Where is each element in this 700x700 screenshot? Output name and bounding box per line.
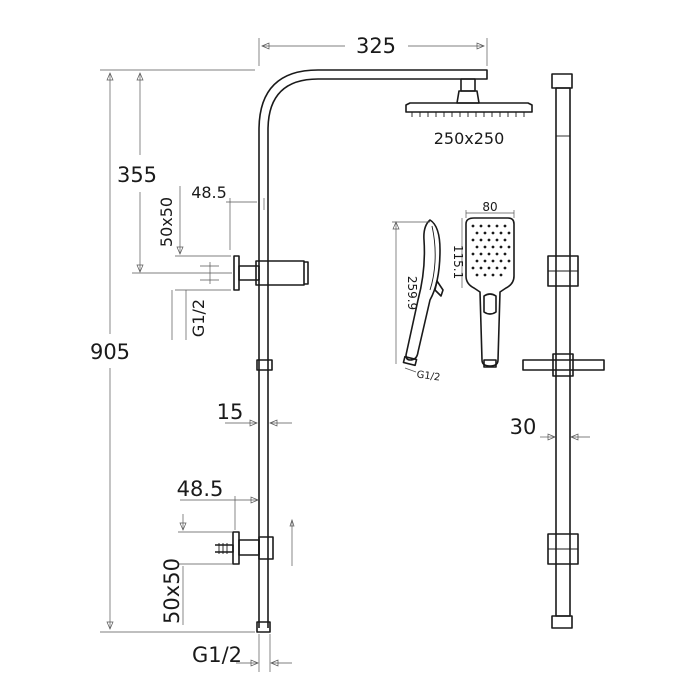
bottom-fitting	[256, 621, 271, 633]
dim-side-width: 30	[510, 415, 537, 439]
side-bottom-cap	[551, 615, 573, 629]
dim-handshower-width: 80	[482, 200, 497, 214]
holder-slider	[255, 260, 305, 286]
diverter-body	[258, 536, 274, 560]
handshower-spray-holes	[471, 224, 511, 277]
handshower-face-outline	[465, 217, 515, 367]
front-view	[215, 69, 533, 633]
dim-head-size: 250x250	[434, 129, 505, 148]
handshower-side-face	[429, 225, 436, 291]
diverter-thread	[218, 543, 228, 554]
handshower-side-outline	[405, 219, 441, 361]
side-holder	[522, 359, 605, 371]
rail-side-view	[522, 73, 605, 629]
front-dimension-lines	[100, 38, 488, 672]
head-connector-swivel	[456, 90, 480, 104]
handshower-side-view	[392, 219, 444, 373]
holder-cup	[304, 261, 309, 285]
dim-upper-thread: G1/2	[189, 299, 208, 337]
upper-wall-arm	[238, 265, 260, 281]
handshower-front-view	[461, 210, 515, 368]
dim-lower-bracket: 50x50	[160, 558, 184, 624]
mid-coupling	[256, 359, 273, 371]
dim-rail-diameter: 15	[217, 400, 244, 424]
side-rail-body	[555, 87, 571, 617]
handshower-button-slot	[483, 293, 497, 315]
handshower-side-button	[434, 280, 444, 297]
handshower-front-thread	[483, 359, 497, 368]
diverter-outlet	[215, 544, 234, 553]
head-connector-upper	[460, 78, 476, 92]
shower-head-side	[405, 102, 533, 113]
dim-handshower-length: 259.9	[405, 276, 419, 310]
dim-lower-offset: 48.5	[177, 477, 224, 501]
dim-arm-reach: 325	[356, 34, 396, 58]
lower-wall-arm	[238, 539, 260, 556]
lower-wall-plate	[232, 531, 240, 565]
riser-outer-outline	[258, 69, 488, 628]
dim-handshower-face-height: 115.1	[451, 245, 465, 279]
side-top-cap	[551, 73, 573, 89]
dim-upper-bracket: 50x50	[157, 197, 176, 247]
dim-drop-height: 355	[117, 163, 157, 187]
dim-bottom-thread: G1/2	[192, 643, 242, 667]
shower-head-nozzles	[411, 112, 525, 117]
dim-total-height: 905	[90, 340, 130, 364]
dim-upper-offset: 48.5	[191, 183, 227, 202]
dim-handshower-thread: G1/2	[416, 369, 441, 383]
handshower-side-thread	[402, 355, 418, 367]
